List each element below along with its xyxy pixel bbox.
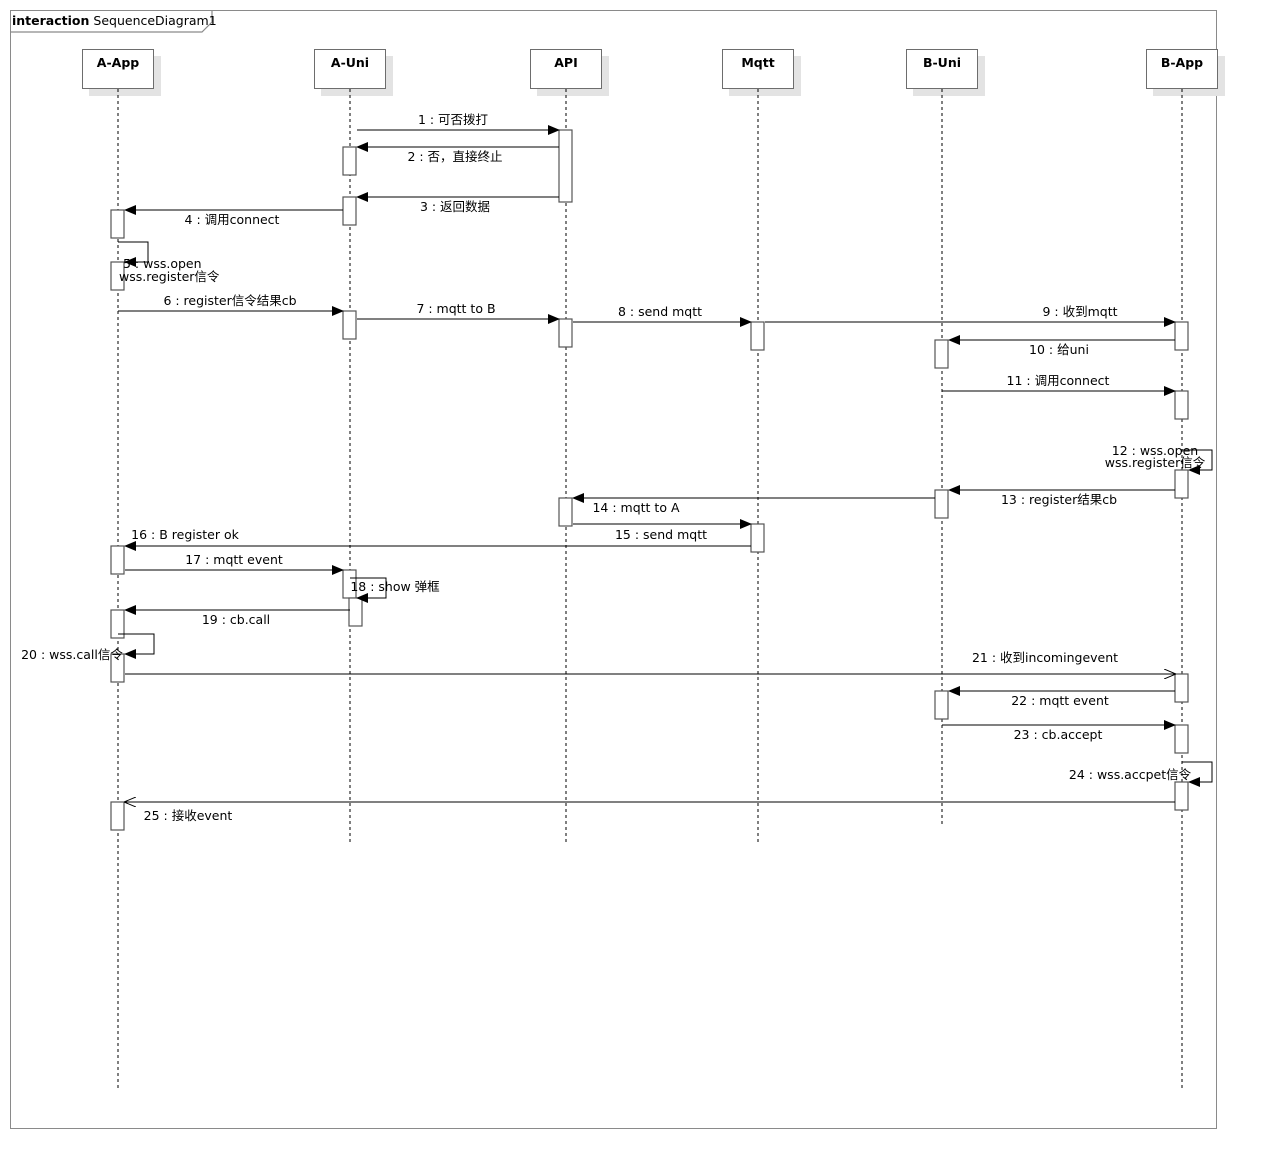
- lifeline-dashes: [117, 89, 1183, 1090]
- message-22[interactable]: 22 : mqtt event: [948, 686, 1175, 708]
- message-label: 25 : 接收event: [144, 808, 233, 823]
- activation-bar: [1174, 469, 1189, 499]
- message-label: 23 : cb.accept: [1014, 727, 1103, 742]
- self-message-arrow: [1182, 449, 1213, 475]
- message-label: 9 : 收到mqtt: [1042, 304, 1117, 319]
- message-label: 19 : cb.call: [202, 612, 270, 627]
- activation-bar: [1174, 724, 1189, 754]
- messages: 1 : 可否拨打 2 : 否，直接终止 3 : 返回数据 4 : 调用connect 5…: [21, 112, 1213, 823]
- activation-bar: [1174, 673, 1189, 703]
- message-25[interactable]: 25 : 接收event: [125, 802, 1175, 823]
- message-24[interactable]: 24 : wss.accpet信令: [1069, 761, 1213, 787]
- lifeline-head-api[interactable]: API: [530, 49, 602, 89]
- message-label: 6 : register信令结果cb: [163, 293, 296, 308]
- message-label: 4 : 调用connect: [185, 212, 280, 227]
- activation-bar: [110, 209, 125, 239]
- activation-bar: [934, 489, 949, 519]
- activation-bar: [110, 801, 125, 831]
- message-8[interactable]: 8 : send mqtt: [573, 304, 752, 327]
- message-20[interactable]: 20 : wss.call信令: [21, 633, 155, 662]
- activation-bar: [110, 545, 125, 575]
- message-label: wss.register信令: [1105, 455, 1206, 470]
- message-label: 1 : 可否拨打: [418, 112, 488, 127]
- message-2[interactable]: 2 : 否，直接终止: [356, 142, 559, 164]
- lifeline-head-a-uni[interactable]: A-Uni: [314, 49, 386, 89]
- message-label: 8 : send mqtt: [618, 304, 702, 319]
- message-1[interactable]: 1 : 可否拨打: [357, 112, 560, 135]
- activation-bar: [934, 690, 949, 720]
- frame-title: interaction SequenceDiagram1: [12, 13, 217, 28]
- message-label: 16 : B register ok: [131, 527, 239, 542]
- message-label: 14 : mqtt to A: [592, 500, 679, 515]
- message-10[interactable]: 10 : 给uni: [948, 335, 1175, 357]
- self-message-arrow: [1182, 761, 1213, 787]
- self-message-arrow: [118, 241, 149, 267]
- activation-bar: [558, 497, 573, 527]
- message-label: 7 : mqtt to B: [416, 301, 495, 316]
- lifeline-head-b-uni[interactable]: B-Uni: [906, 49, 978, 89]
- message-label: 24 : wss.accpet信令: [1069, 767, 1192, 782]
- lifeline-head-b-app[interactable]: B-App: [1146, 49, 1218, 89]
- message-6[interactable]: 6 : register信令结果cb: [118, 293, 344, 316]
- message-7[interactable]: 7 : mqtt to B: [357, 301, 560, 324]
- activation-bar: [348, 597, 363, 627]
- message-label: 17 : mqtt event: [185, 552, 283, 567]
- message-18[interactable]: 18 : show 弹框: [350, 577, 440, 603]
- activation-bar: [558, 318, 573, 348]
- message-label: 2 : 否，直接终止: [407, 149, 502, 164]
- message-3[interactable]: 3 : 返回数据: [356, 192, 559, 214]
- frame-name: SequenceDiagram1: [93, 13, 217, 28]
- frame-keyword: interaction: [12, 13, 90, 28]
- activation-bar: [110, 609, 125, 639]
- message-19[interactable]: 19 : cb.call: [124, 605, 350, 627]
- message-9[interactable]: 9 : 收到mqtt: [765, 304, 1176, 327]
- message-label: 22 : mqtt event: [1011, 693, 1109, 708]
- self-message-arrow: [118, 633, 155, 659]
- message-label: 12 : wss.open: [1112, 443, 1198, 458]
- message-label: 15 : send mqtt: [615, 527, 707, 542]
- self-message-arrow: [350, 577, 387, 603]
- message-label: 11 : 调用connect: [1007, 373, 1110, 388]
- message-label: 20 : wss.call信令: [21, 647, 123, 662]
- interaction-frame: [10, 10, 1217, 1129]
- message-23[interactable]: 23 : cb.accept: [942, 720, 1176, 742]
- message-17[interactable]: 17 : mqtt event: [125, 552, 344, 575]
- message-15[interactable]: 15 : send mqtt: [573, 519, 752, 542]
- message-label: 3 : 返回数据: [420, 199, 490, 214]
- message-label: 21 : 收到incomingevent: [972, 650, 1118, 665]
- message-21[interactable]: 21 : 收到incomingevent: [125, 650, 1175, 674]
- message-16[interactable]: 16 : B register ok: [124, 527, 751, 551]
- message-14[interactable]: 14 : mqtt to A: [572, 493, 935, 515]
- activation-bar: [1174, 390, 1189, 420]
- activation-bar: [110, 261, 125, 291]
- message-11[interactable]: 11 : 调用connect: [942, 373, 1176, 396]
- activation-bar: [1174, 321, 1189, 351]
- lifeline-head-a-app[interactable]: A-App: [82, 49, 154, 89]
- frame-tag-pentagon: [10, 10, 213, 33]
- activation-bar: [342, 146, 357, 176]
- message-label: 10 : 给uni: [1029, 342, 1089, 357]
- message-label: 13 : register结果cb: [1001, 492, 1117, 507]
- activation-bar: [110, 653, 125, 683]
- message-label: 5 : wss.open: [123, 256, 202, 271]
- lifeline-head-mqtt[interactable]: Mqtt: [722, 49, 794, 89]
- message-13[interactable]: 13 : register结果cb: [948, 485, 1175, 507]
- message-4[interactable]: 4 : 调用connect: [124, 205, 343, 227]
- frame-tag: interaction SequenceDiagram1: [10, 10, 217, 33]
- activation-bar: [558, 129, 573, 203]
- activation-bar: [342, 310, 357, 340]
- activation-bar: [342, 196, 357, 226]
- activation-bar: [1174, 781, 1189, 811]
- message-label: wss.register信令: [119, 269, 220, 284]
- message-label: 18 : show 弹框: [350, 579, 440, 594]
- activation-bar: [934, 339, 949, 369]
- activation-bar: [750, 523, 765, 553]
- activation-bar: [750, 321, 765, 351]
- activation-bars: [110, 129, 1189, 831]
